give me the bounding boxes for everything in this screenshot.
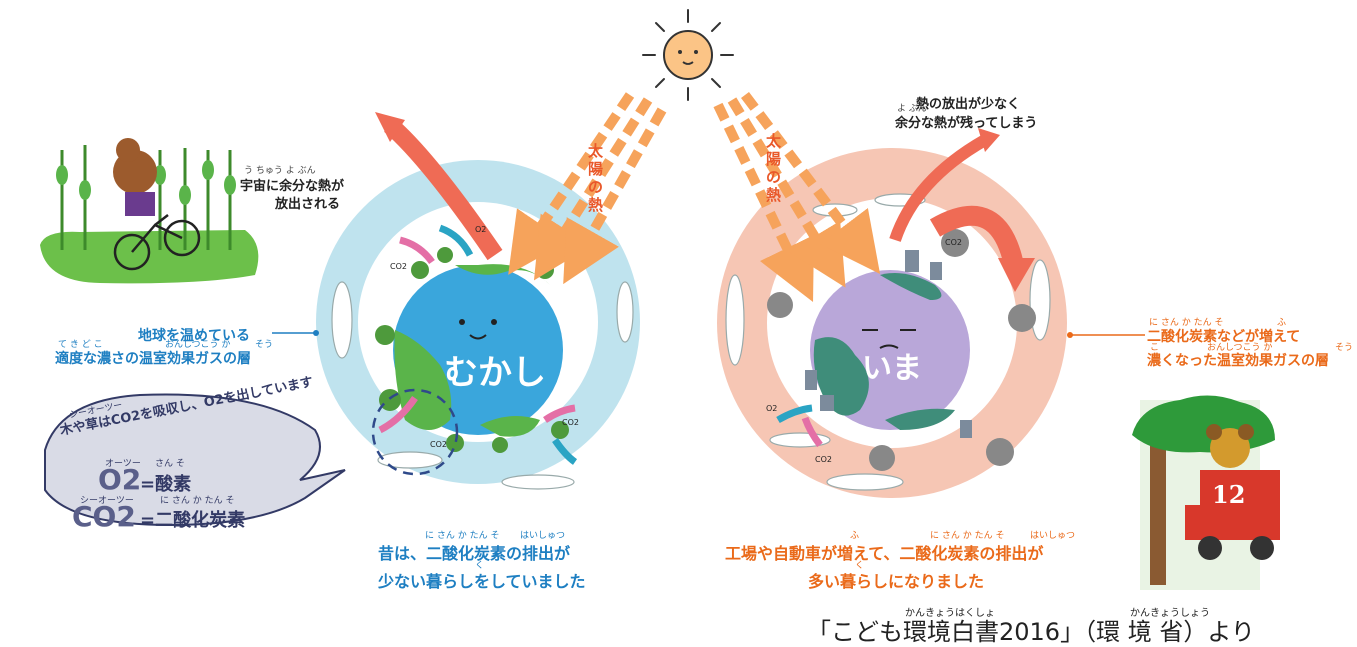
sun-icon xyxy=(642,9,734,101)
bubble-o2-equals: =酸素 xyxy=(140,474,192,495)
right-release-ruby: よ ぶん xyxy=(897,104,927,114)
bubble-co2-formula: CO2 xyxy=(72,500,136,533)
right-layer-ruby-1: に さん か たん そ xyxy=(1149,318,1224,328)
bicycle-scene xyxy=(40,138,259,284)
bubble-ruby-co2-2: シーオーツー xyxy=(80,496,134,506)
left-earth-face-label: むかし xyxy=(444,353,546,393)
right-caption-ruby-1: ふ xyxy=(850,531,860,541)
source-ruby-2: かんきょうしょう xyxy=(1130,608,1210,619)
left-o2-label: O2 xyxy=(475,225,487,234)
source-citation: 「こども環境白書2016」（環 境 省）より xyxy=(807,618,1255,646)
bubble-ruby-o2: オーツー xyxy=(105,459,141,469)
right-earth-face-label: いま xyxy=(862,351,922,386)
left-co2-arrows xyxy=(378,236,576,434)
right-layer-label-1: 二酸化炭素などが増えて xyxy=(1147,329,1301,345)
left-caption-2: 少ない暮らしをしていました xyxy=(378,572,586,591)
left-co2-label-3: CO2 xyxy=(562,418,579,427)
left-clouds xyxy=(331,281,634,490)
left-sun-heat-arrows xyxy=(508,92,667,285)
right-co2-arrow xyxy=(801,416,823,448)
right-heat-release-arrow xyxy=(889,128,1035,292)
bubble-co2-equals: =二酸化炭素 xyxy=(140,510,246,531)
right-caption-ruby-2: に さん か たん そ xyxy=(930,531,1005,541)
car-number: 12 xyxy=(1212,480,1246,509)
bubble-ruby-o2-name: さん そ xyxy=(155,459,185,469)
left-layer-ruby-3: そう xyxy=(255,340,274,350)
left-caption-ruby-3: く xyxy=(475,561,485,571)
right-release-text-1: 熱の放出が少なく xyxy=(916,97,1021,112)
dashed-highlight-circle xyxy=(371,388,459,476)
left-co2-label-1: CO2 xyxy=(390,262,407,271)
bubble-ruby-co2-name: に さん か たん そ xyxy=(160,496,235,506)
right-caption-ruby-4: く xyxy=(855,561,865,571)
left-layer-ruby-2: おんしつこう か xyxy=(165,340,231,350)
car-scene xyxy=(1132,395,1280,590)
right-buildings xyxy=(805,250,972,438)
left-heat-release-arrow xyxy=(375,112,503,261)
right-layer-ruby-2: ふ xyxy=(1277,318,1287,328)
right-caption-ruby-3: はいしゅつ xyxy=(1030,531,1076,541)
left-release-text: 宇宙に余分な熱が xyxy=(240,179,345,194)
right-layer-ruby-4: おんしつこう か xyxy=(1207,343,1273,353)
left-sun-heat-label: 太陽の熱 xyxy=(588,142,604,214)
right-layer-ruby-5: そう xyxy=(1335,343,1354,353)
right-o2-arrow xyxy=(776,404,813,424)
left-co2-label-2: CO2 xyxy=(430,440,447,449)
right-release-text-2: 余分な熱が残ってしまう xyxy=(895,116,1038,131)
right-co2-label-2: CO2 xyxy=(815,455,832,464)
left-layer-label-2: 適度な濃さの温室効果ガスの層 xyxy=(55,351,251,367)
right-caption-1: 工場や自動車が増えて、二酸化炭素の排出が xyxy=(725,544,1044,563)
source-ruby-1: かんきょうはくしょ xyxy=(905,608,995,619)
left-caption-1: 昔は、二酸化炭素の排出が xyxy=(378,544,571,563)
right-co2-label-1: CO2 xyxy=(945,238,962,247)
right-caption-2: 多い暮らしになりました xyxy=(808,572,985,591)
right-layer-ruby-3: こ xyxy=(1150,343,1160,353)
left-layer-ruby-1: て き ど こ xyxy=(58,340,103,350)
right-sun-heat-arrows xyxy=(713,91,881,303)
left-layer-label-1: 地球を温めている xyxy=(138,328,250,344)
right-earth xyxy=(810,270,970,430)
left-release-ruby: う ちゅう よ ぶん xyxy=(244,166,316,176)
right-layer-label-2: 濃くなった温室効果ガスの層 xyxy=(1147,353,1329,369)
left-caption-ruby-2: はいしゅつ xyxy=(520,531,566,541)
right-sun-heat-label: 太陽の熱 xyxy=(766,132,782,204)
speech-bubble xyxy=(44,393,346,527)
bubble-o2-formula: O2 xyxy=(98,463,142,496)
left-release-text-2: 放出される xyxy=(275,197,341,212)
left-caption-ruby-1: に さん か たん そ xyxy=(425,531,500,541)
right-o2-label: O2 xyxy=(766,404,778,413)
left-o2-arrows xyxy=(438,224,578,465)
